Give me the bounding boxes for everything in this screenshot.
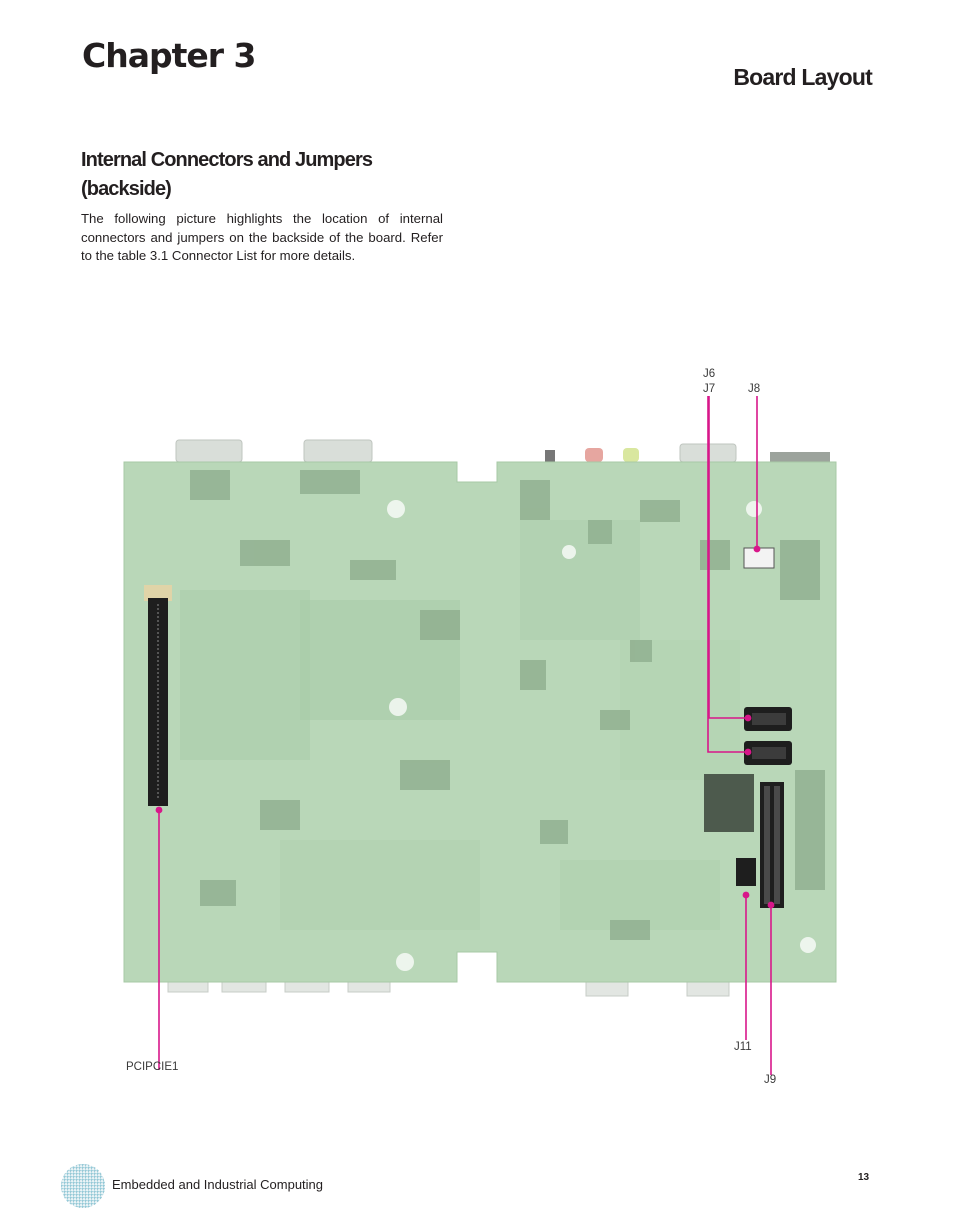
bottom-connector-6 [686, 981, 730, 997]
pcb-region-5 [280, 840, 480, 930]
section-title: Board Layout [733, 64, 872, 90]
footer-company-text: Embedded and Industrial Computing [112, 1177, 324, 1192]
mounting-holes [387, 500, 816, 971]
pcipcie1-tab [144, 585, 172, 601]
label-j7: J7 [703, 383, 716, 395]
callout-j6 [707, 396, 748, 753]
label-pcipcie1: PCIPCIE1 [126, 1061, 179, 1073]
j9-header [760, 782, 784, 908]
bottom-connector-5 [585, 981, 629, 997]
top-jack-2 [585, 448, 603, 462]
pcb-region-1 [180, 590, 310, 760]
j11-header [736, 858, 756, 886]
top-connector-1 [175, 439, 243, 463]
top-jack-1 [545, 450, 555, 464]
intro-paragraph: The following picture highlights the loc… [81, 211, 443, 263]
top-connector-2 [303, 439, 373, 463]
chip-ic [704, 774, 754, 832]
sub-heading-line2: (backside) [81, 178, 172, 200]
j9-pins [764, 786, 780, 904]
sub-heading: Internal Connectors and Jumpers (backsid… [81, 146, 411, 204]
label-j6: J6 [703, 368, 716, 380]
top-jack-4 [770, 452, 830, 464]
callout-j7 [708, 396, 748, 719]
company-logo-icon [61, 1164, 105, 1208]
callout-lines [158, 396, 772, 1075]
label-j8: J8 [748, 383, 761, 395]
label-j9: J9 [764, 1074, 777, 1086]
top-jack-3 [623, 448, 639, 462]
page-number: 13 [858, 1172, 870, 1183]
chapter-title: Chapter 3 [82, 36, 256, 75]
callout-dots [155, 545, 775, 909]
sub-heading-line1: Internal Connectors and Jumpers [81, 149, 373, 171]
label-j11: J11 [734, 1041, 752, 1053]
pcb-region-3 [520, 520, 640, 640]
pcb-region-4 [620, 640, 740, 780]
component-pads [190, 470, 825, 940]
pcb-region-6 [560, 860, 720, 930]
